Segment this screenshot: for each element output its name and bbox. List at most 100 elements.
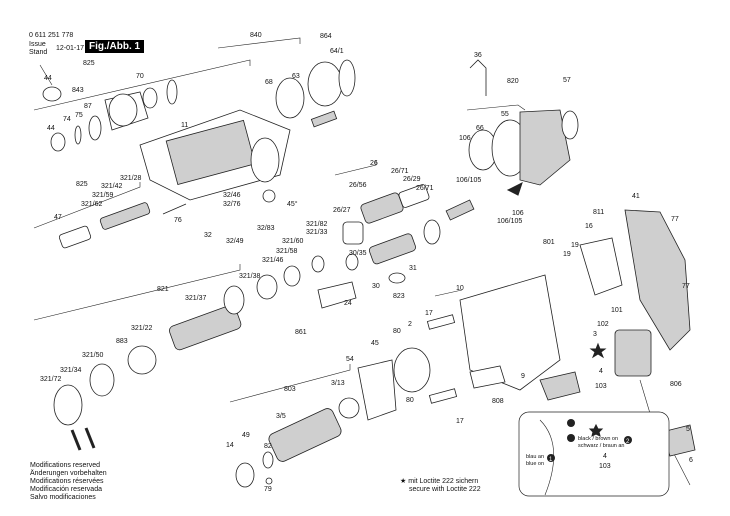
inset-wire2-line2: blue on [526,461,544,467]
figure-label: Fig./Abb. 1 [85,40,145,53]
striker-assembly [262,160,441,309]
modifications-notes: Modifications reserved Änderungen vorbeh… [30,462,107,502]
label-66: 66 [476,125,484,132]
inset-badge-2-top [567,419,575,427]
label-5: 5 [686,426,690,433]
chuck-assembly [33,59,251,152]
part-68-bearing [275,77,305,119]
part-321-50 [89,363,115,397]
part-87 [88,115,102,141]
label-321-22: 321/22 [131,325,153,332]
label-321-33: 321/33 [306,229,328,236]
label-9: 9 [521,373,525,380]
inset-part-103: 103 [599,463,611,470]
label-19a: 19 [571,242,579,249]
label-70: 70 [136,73,144,80]
label-74: 74 [63,116,71,123]
motor-housing-upper [445,59,579,221]
part-321-46 [256,274,278,300]
part-79 [265,477,273,485]
label-3-5: 3/5 [276,413,286,420]
part-57-ring [561,110,579,140]
label-63: 63 [292,73,300,80]
part-9-grip [539,371,581,401]
label-825a: 825 [83,60,95,67]
part-14 [235,462,255,488]
label-24: 24 [344,300,352,307]
inset-wire2-line1: blau an [526,454,544,460]
part-26-56 [360,192,404,224]
label-106-105b: 106/105 [497,218,522,225]
part-64-1-ring [338,59,356,97]
wiring-inset [518,411,670,497]
inset-part-4: 4 [603,453,607,460]
part-47 [58,225,92,249]
part-3-switch [614,329,652,377]
label-32-83: 32/83 [257,225,275,232]
part-26-piston [398,184,430,208]
label-45-degree: 45° [287,200,298,208]
label-321-28: 321/28 [120,175,142,182]
label-321-72: 321/72 [40,376,62,383]
loctite-marker-star-icon [589,342,607,359]
label-6: 6 [689,457,693,464]
inset-wire1-line2: schwarz / braun an [578,443,624,449]
label-26-71b: 26/71 [416,185,434,192]
label-47: 47 [54,214,62,221]
part-321-58 [283,265,301,287]
stand-label: Stand [29,49,48,56]
label-106b: 106 [512,210,524,217]
label-26-29: 26/29 [403,176,421,183]
label-54: 54 [346,356,354,363]
label-68: 68 [265,79,273,86]
part-801-brushplate [579,237,623,296]
label-32-46: 32/46 [223,192,241,199]
label-16: 16 [585,223,593,230]
label-14: 14 [226,442,234,449]
inset-badge-2 [624,436,632,444]
part-106-spring [445,199,475,221]
label-17a: 17 [425,310,433,317]
part-45-bracket [357,359,397,421]
label-321-46: 321/46 [262,257,284,264]
part-41-handle [624,209,691,351]
part-82 [262,451,274,469]
inset-frame [518,411,670,497]
issue-date: 12-01-17 [56,45,85,52]
label-26-71a: 26/71 [391,168,409,175]
part-321-33 [311,255,325,273]
part-10-housing [459,274,561,391]
gear-housing [139,37,356,201]
label-80a: 80 [393,328,401,335]
part-321-37 [169,304,242,351]
tool-holder [33,182,187,249]
part-shaft-small [310,110,338,128]
label-64-1: 64/1 [330,48,344,55]
label-31: 31 [409,265,417,272]
intermediate-shaft [33,255,325,451]
label-106a: 106 [459,135,471,142]
label-321-38: 321/38 [239,273,261,280]
part-30-35 [345,253,359,271]
label-321-60: 321/60 [282,238,304,245]
label-87: 87 [84,103,92,110]
motor-housing [426,274,581,404]
label-80b: 80 [406,397,414,404]
label-77b: 77 [682,283,690,290]
part-labels: 840 864 64/1 68 63 44 825 843 70 87 75 7… [40,32,693,493]
label-321-42: 321/42 [101,183,123,190]
part-76-pin [162,203,187,215]
label-801: 801 [543,239,555,246]
part-3-5-armature [268,408,342,462]
part-861 [317,281,357,309]
part-tool-black [70,429,82,451]
part-17-lower [428,388,458,404]
doc-number: 0 611 251 778 [29,32,74,39]
label-321-59: 321/59 [92,192,114,199]
part-823-shaft [368,233,416,265]
label-811: 811 [593,209,604,216]
label-820: 820 [507,78,519,85]
label-321-62: 321/62 [81,201,103,208]
